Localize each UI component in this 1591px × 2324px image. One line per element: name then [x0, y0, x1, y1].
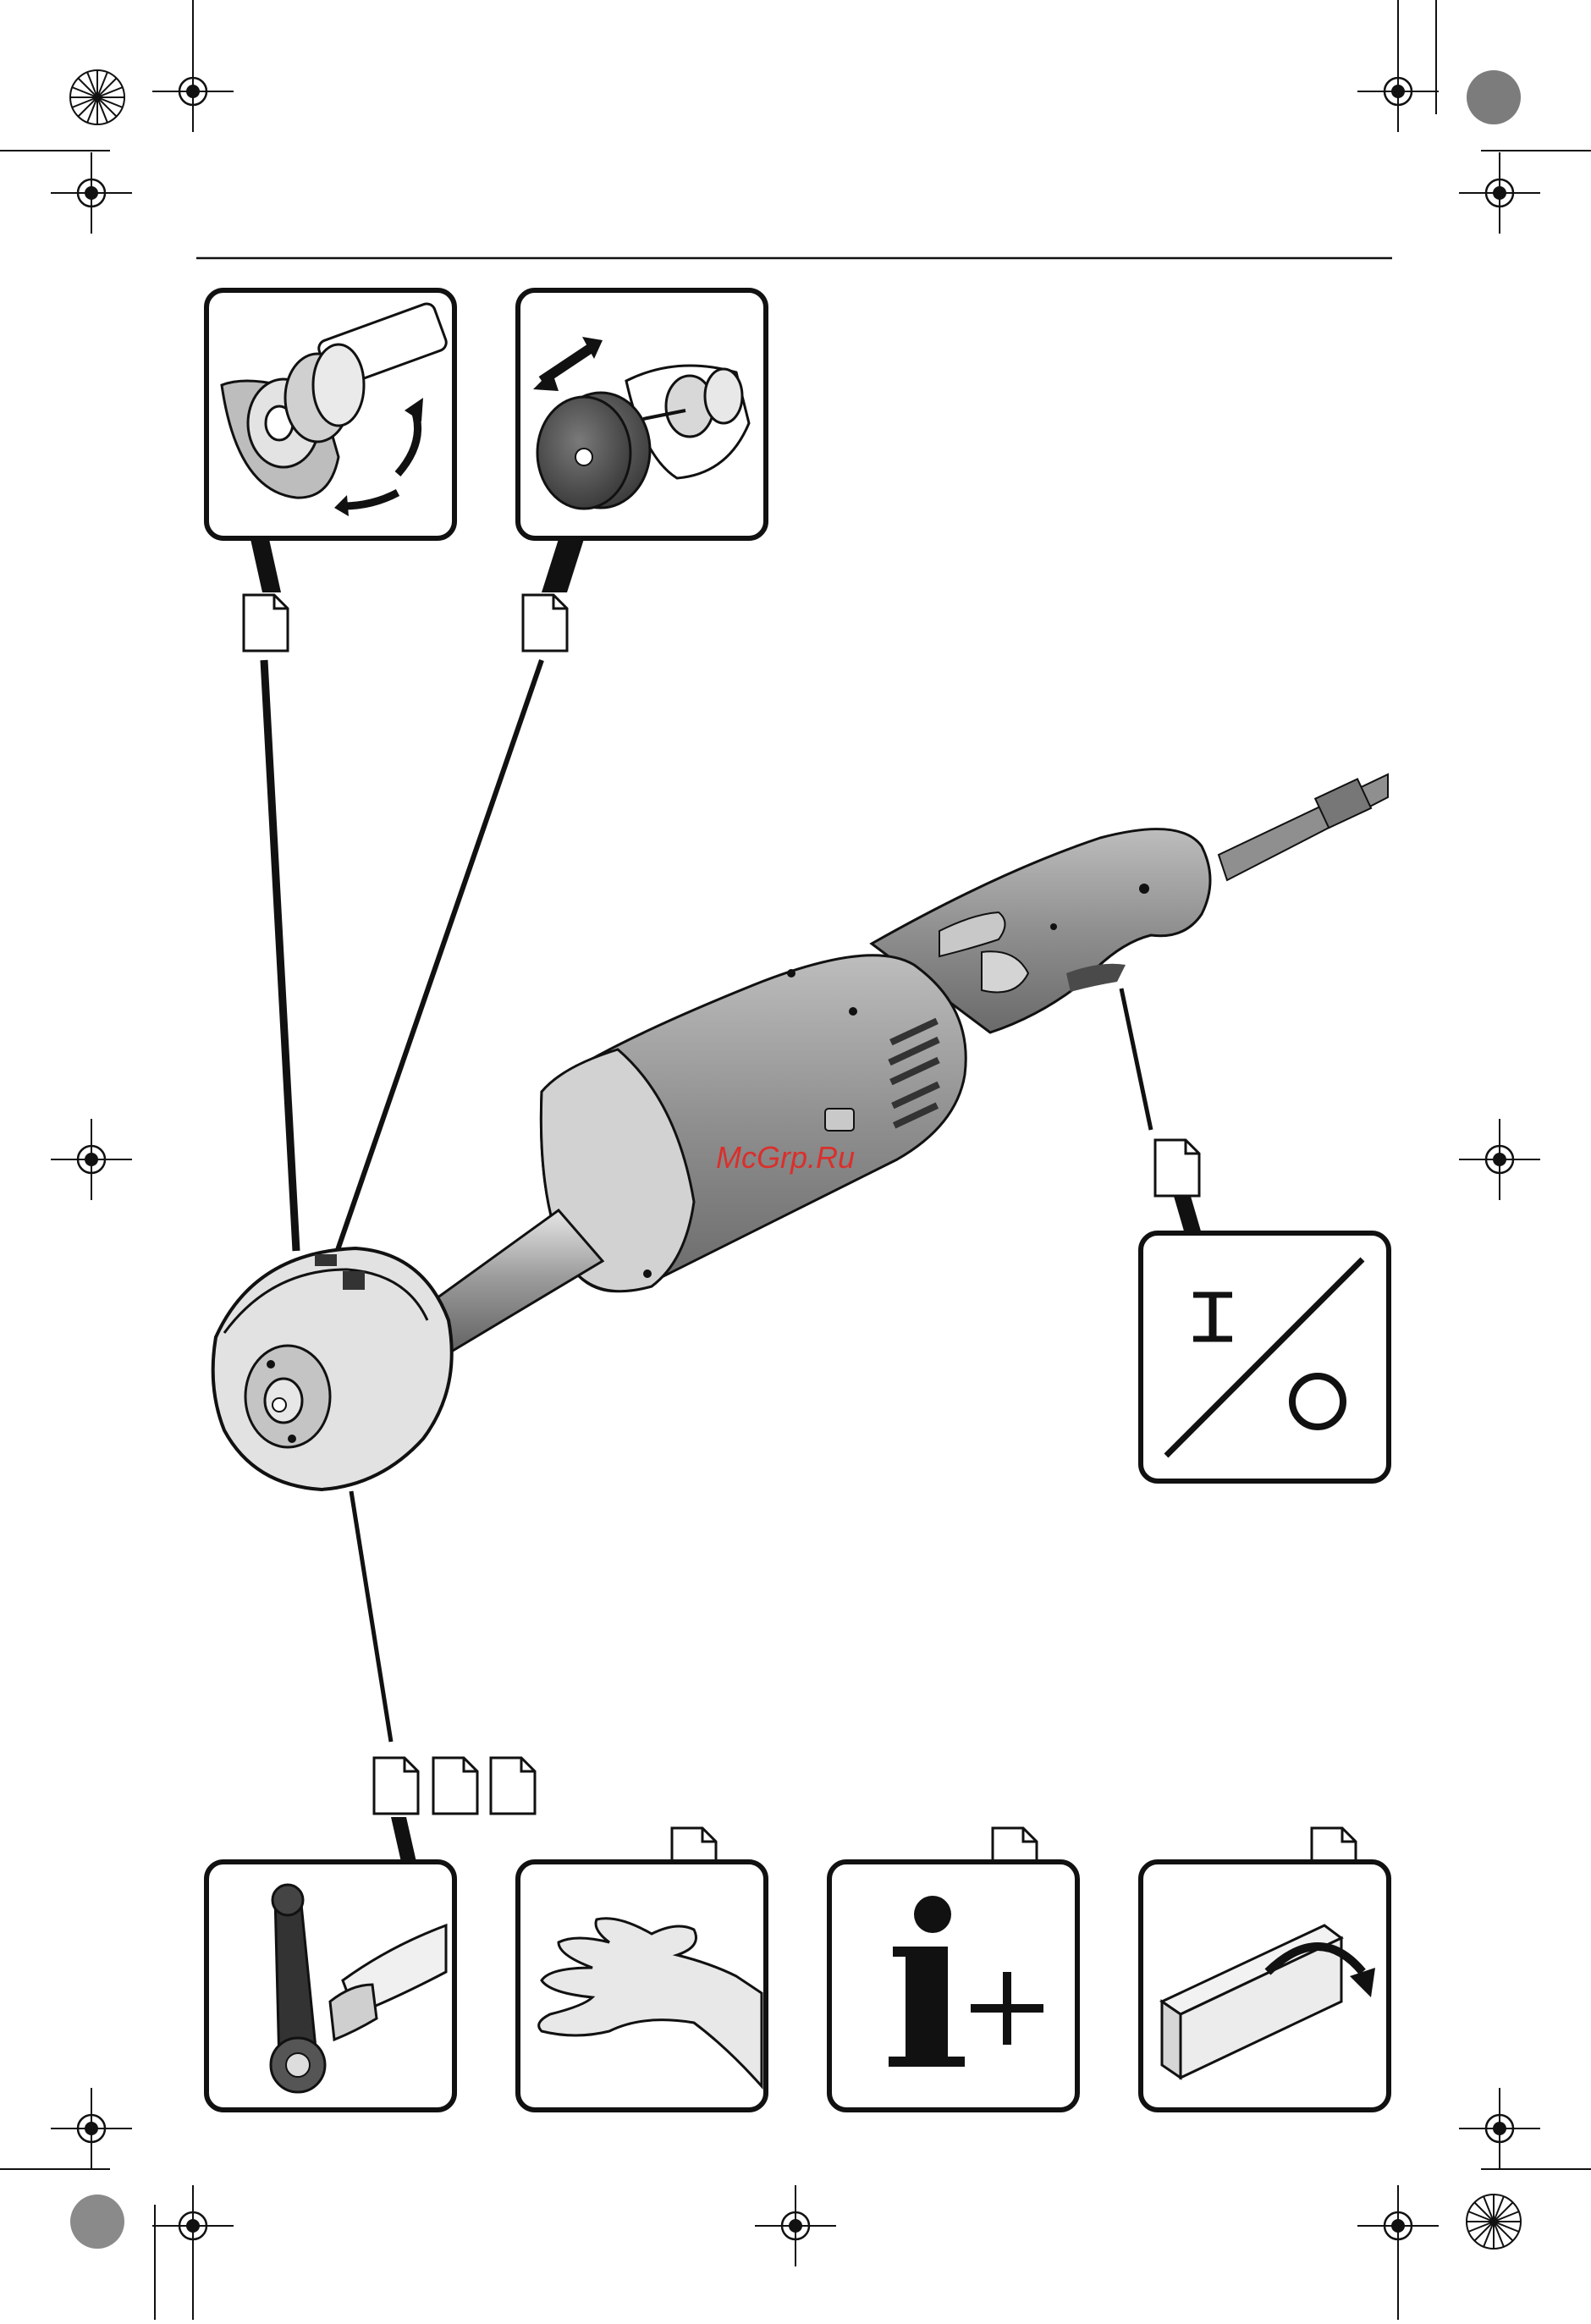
panel-hand-protection	[518, 1862, 766, 2110]
panel-on-off	[1141, 1233, 1389, 1481]
watermark-text: McGrp.Ru	[716, 1140, 902, 1176]
panel-packaging	[1141, 1862, 1389, 2110]
panel-wheel-mount	[518, 290, 766, 538]
panel-information	[829, 1862, 1077, 2110]
panel-guard-adjust	[206, 290, 454, 538]
panel-belt-attachment	[206, 1862, 454, 2110]
